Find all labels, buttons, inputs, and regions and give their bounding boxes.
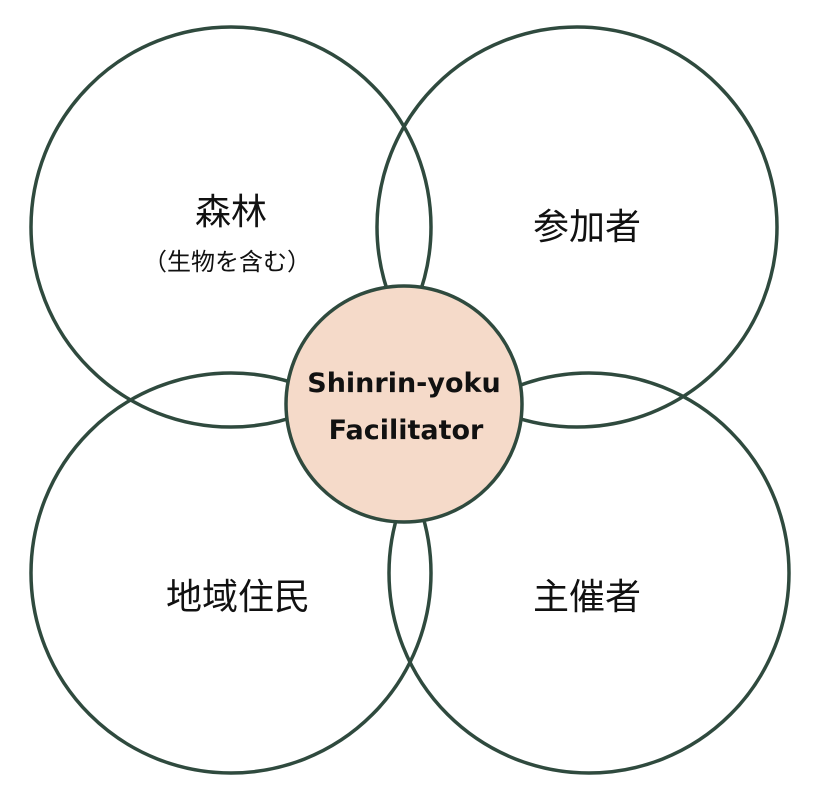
center-circle [284, 284, 524, 524]
circle-participants [375, 25, 779, 429]
label-forest-sub: （生物を含む） [143, 248, 311, 276]
label-participants: 参加者 [533, 207, 641, 248]
circle-organizer [387, 371, 791, 775]
label-center-line1: Shinrin-yoku [307, 368, 500, 399]
label-local-residents: 地域住民 [166, 577, 310, 618]
circle-local-residents [29, 371, 433, 775]
label-organizer: 主催者 [533, 577, 641, 618]
circle-forest [29, 25, 433, 429]
label-center-line2: Facilitator [329, 415, 484, 446]
label-forest: 森林 [195, 192, 267, 233]
